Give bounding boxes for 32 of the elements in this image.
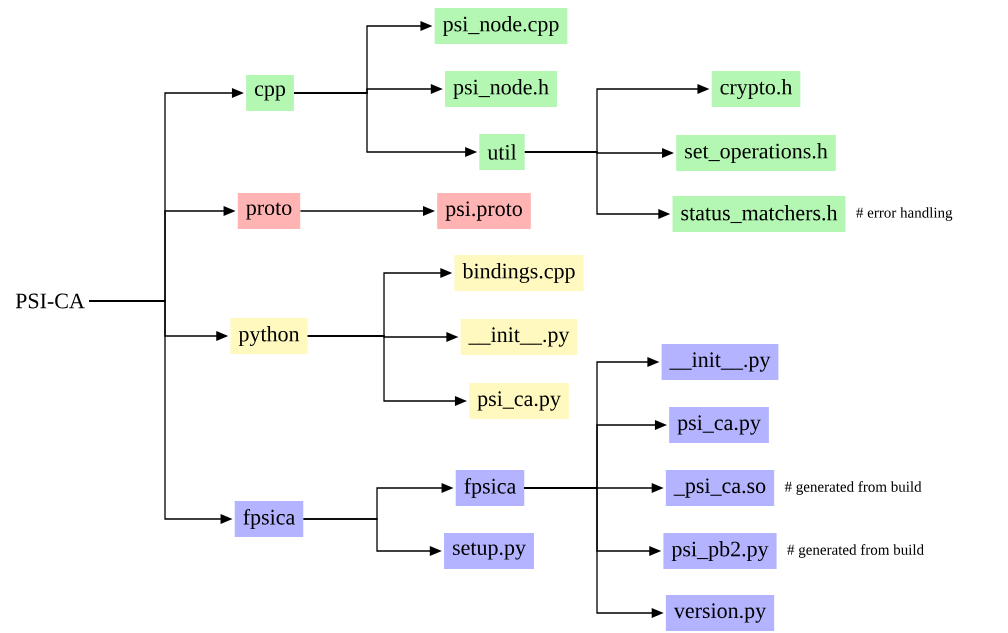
tree-arrow xyxy=(293,92,478,157)
folder-box: python xyxy=(230,318,308,354)
folder-box: fpsica xyxy=(455,470,525,506)
file-box: psi.proto xyxy=(437,193,531,229)
comment-note: # generated from build xyxy=(784,481,922,495)
tree-arrow xyxy=(307,335,467,406)
tree-arrow xyxy=(524,151,671,219)
file-box: psi_node.cpp xyxy=(434,8,568,44)
file-box: status_matchers.h xyxy=(672,196,846,232)
folder-box: proto xyxy=(237,193,301,229)
file-box: version.py xyxy=(665,595,775,631)
tree-arrow xyxy=(302,518,442,556)
comment-note: # error handling xyxy=(856,207,953,221)
file-box: __init__.py xyxy=(661,344,779,380)
root-label: PSI-CA xyxy=(15,293,85,309)
file-box: bindings.cpp xyxy=(454,255,584,291)
file-box: _psi_ca.so xyxy=(665,470,775,506)
tree-arrow xyxy=(523,487,664,618)
file-box: psi_ca.py xyxy=(669,407,769,443)
file-box: crypto.h xyxy=(711,71,801,107)
file-box: set_operations.h xyxy=(676,135,836,171)
folder-box: fpsica xyxy=(234,501,304,537)
tree-arrow xyxy=(88,300,233,524)
file-box: psi_node.h xyxy=(445,71,557,107)
file-box: setup.py xyxy=(444,533,534,569)
folder-box: cpp xyxy=(246,75,294,111)
comment-note: # generated from build xyxy=(787,544,924,558)
folder-box: util xyxy=(479,134,525,170)
file-box: __init__.py xyxy=(460,319,578,355)
file-box: psi_pb2.py xyxy=(663,533,777,569)
tree-arrow xyxy=(299,206,435,216)
file-box: psi_ca.py xyxy=(469,383,569,419)
